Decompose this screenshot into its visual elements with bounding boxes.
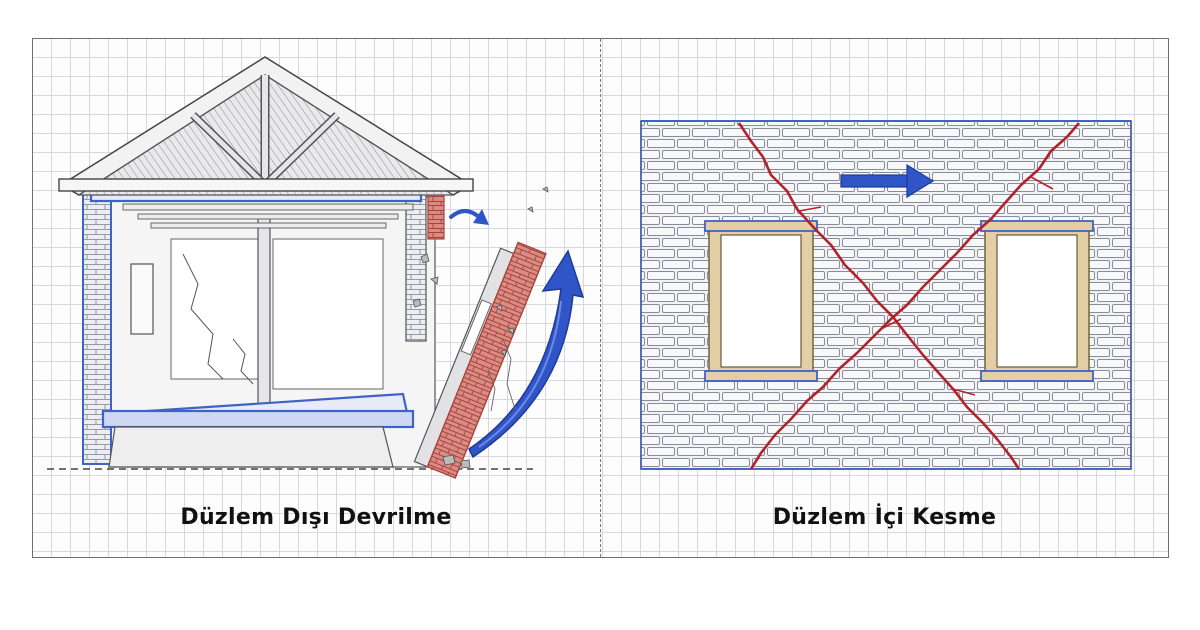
x-shear-crack (737, 122, 1080, 470)
out-of-plane-illustration (47, 56, 585, 479)
caption-in-plane: Düzlem İçi Kesme (772, 505, 997, 530)
house-section-drawing (82, 185, 445, 468)
falling-debris (412, 186, 549, 469)
panel-divider (600, 39, 601, 557)
small-rotation-arrow (449, 209, 489, 225)
ground-crack-lines (487, 338, 516, 412)
horizontal-force-arrow (840, 163, 935, 199)
window-right (980, 220, 1094, 382)
overturning-brick-wall (413, 241, 547, 479)
in-plane-shear-illustration (640, 120, 1132, 470)
roof-truss (58, 56, 474, 196)
caption-out-of-plane: Düzlem Dışı Devrilme (180, 505, 452, 530)
window-left (704, 220, 818, 382)
curved-rotation-arrow (468, 249, 585, 459)
graph-paper-sheet: Düzlem Dışı Devrilme Düzlem İçi Kesme (32, 38, 1169, 558)
